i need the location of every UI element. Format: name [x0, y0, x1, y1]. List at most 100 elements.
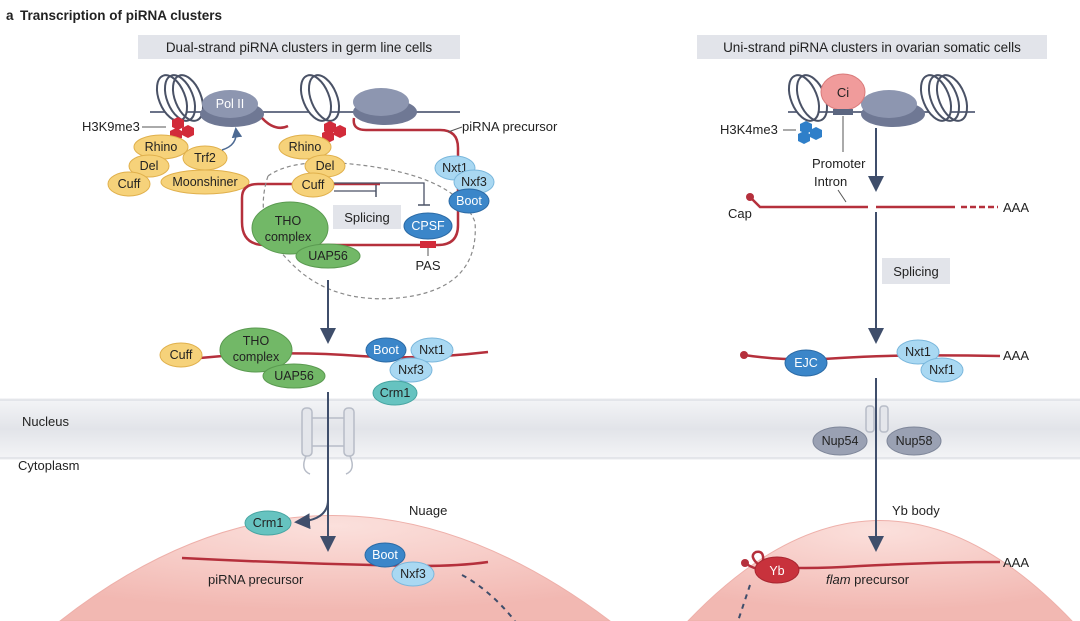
nxf3-label: Nxf3 [461, 175, 487, 189]
pirna-precursor-bottom-label: piRNA precursor [208, 572, 304, 587]
splicing-box [333, 205, 401, 229]
dashed-trajectory [737, 584, 751, 621]
export-complex: Boot Nxf3 [364, 542, 435, 587]
cap-label: Cap [728, 206, 752, 221]
rhino-del-cuff-complex: Rhino Del Cuff [278, 134, 346, 198]
right-header-box [697, 35, 1047, 59]
boot-label: Boot [373, 343, 399, 357]
yb-body-dome [687, 520, 1073, 621]
panel-title: Transcription of piRNA clusters [20, 8, 222, 23]
panel-letter: a [6, 8, 14, 23]
cpsf-label: CPSF [411, 219, 445, 233]
pol-ii-icon [353, 88, 417, 125]
nxt1-label: Nxt1 [442, 161, 468, 175]
polya-label: AAA [1003, 200, 1029, 215]
crm1-label: Crm1 [253, 516, 284, 530]
boot-label: Boot [372, 548, 398, 562]
nucleus-label: Nucleus [22, 414, 69, 429]
complex-label: complex [265, 230, 312, 244]
nxt1-label: Nxt1 [905, 345, 931, 359]
splicing-box [882, 258, 950, 284]
cuff-label: Cuff [302, 178, 325, 192]
del-label: Del [316, 159, 335, 173]
cuff-protein: Cuff [159, 342, 203, 368]
uap56-label: UAP56 [274, 369, 314, 383]
cytoplasm-label: Cytoplasm [18, 458, 79, 473]
left-header: Dual-strand piRNA clusters in germ line … [166, 40, 433, 55]
inhibition-line [334, 182, 425, 205]
trf2-label: Trf2 [194, 151, 216, 165]
nuclear-pore-icon [865, 405, 889, 433]
mrna-spliced [743, 353, 1001, 361]
rhino-label: Rhino [145, 140, 178, 154]
crm1-protein: Crm1 [244, 510, 292, 536]
nuclear-pore-icon [301, 407, 355, 475]
nup54-label: Nup54 [822, 434, 859, 448]
crm1-release-arrow [294, 499, 329, 530]
mrna-exon [749, 196, 868, 209]
uap56-label: UAP56 [308, 249, 348, 263]
right-header: Uni-strand piRNA clusters in ovarian som… [723, 40, 1021, 55]
tho-label: THO [243, 334, 270, 348]
complex-label: complex [233, 350, 280, 364]
pol-ii-label: Pol II [216, 97, 245, 111]
nup-complex: Nup54 Nup58 [812, 426, 942, 456]
pas-marker [420, 241, 436, 248]
polya-label: AAA [1003, 348, 1029, 363]
boot-label: Boot [456, 194, 482, 208]
nascent-rna [261, 117, 289, 129]
crm1-label: Crm1 [380, 386, 411, 400]
yb-body-label: Yb body [892, 503, 940, 518]
intron-label: Intron [814, 174, 847, 189]
tho-complex: THO complex UAP56 [219, 327, 326, 389]
ci-protein: Ci [820, 73, 866, 111]
recruitment-arrow [221, 127, 243, 151]
nxf3-label: Nxf3 [400, 567, 426, 581]
export-complex: Nxt1 Nxf1 [896, 339, 964, 383]
ci-label: Ci [837, 85, 849, 100]
flam-precursor-label: flam precursor [826, 572, 910, 587]
del-label: Del [140, 159, 159, 173]
moonshiner-label: Moonshiner [172, 175, 237, 189]
nup58-label: Nup58 [896, 434, 933, 448]
pirna-precursor-loop [240, 117, 460, 247]
polya-label: AAA [1003, 555, 1029, 570]
rhino-del-cuff-complex: Rhino Del Cuff Trf2 Moonshiner [107, 134, 250, 197]
splicing-label: Splicing [344, 210, 390, 225]
splicing-label: Splicing [893, 264, 939, 279]
pas-label: PAS [415, 258, 440, 273]
ejc-label: EJC [794, 356, 818, 370]
pol-ii-icon: Pol II [200, 90, 264, 127]
nxf1-label: Nxf1 [929, 363, 955, 377]
yb-label: Yb [769, 564, 784, 578]
nuage-label: Nuage [409, 503, 447, 518]
left-header-box [138, 35, 460, 59]
tho-label: THO [275, 214, 302, 228]
nxt1-label: Nxt1 [419, 343, 445, 357]
tho-complex: THO complex UAP56 [251, 201, 361, 269]
promoter-label: Promoter [812, 156, 866, 171]
cuff-label: Cuff [118, 177, 141, 191]
h3k9me3-label: H3K9me3 [82, 119, 140, 134]
nxf3-label: Nxf3 [398, 363, 424, 377]
nucleosome-icon [155, 74, 205, 122]
dashed-trajectory [461, 574, 516, 621]
methyl-mark-icon [798, 121, 822, 144]
pirna-precursor-top-label: piRNA precursor [462, 119, 558, 134]
cpsf-protein: CPSF [403, 212, 453, 240]
yb-protein: Yb [754, 556, 800, 584]
ejc-protein: EJC [784, 349, 828, 377]
pol-ii-icon [861, 90, 925, 127]
nuage-dome [59, 515, 611, 621]
dashed-boundary [262, 161, 476, 300]
promoter-element [833, 109, 853, 115]
export-complex: Nxt1 Boot Nxf3 Crm1 [365, 337, 454, 406]
cuff-label: Cuff [170, 348, 193, 362]
export-complex: Nxt1 Nxf3 Boot [434, 155, 495, 214]
nucleosome-icon [299, 74, 341, 122]
nucleosome-icon [919, 74, 969, 122]
methyl-mark-icon [322, 121, 346, 143]
h3k4me3-label: H3K4me3 [720, 122, 778, 137]
